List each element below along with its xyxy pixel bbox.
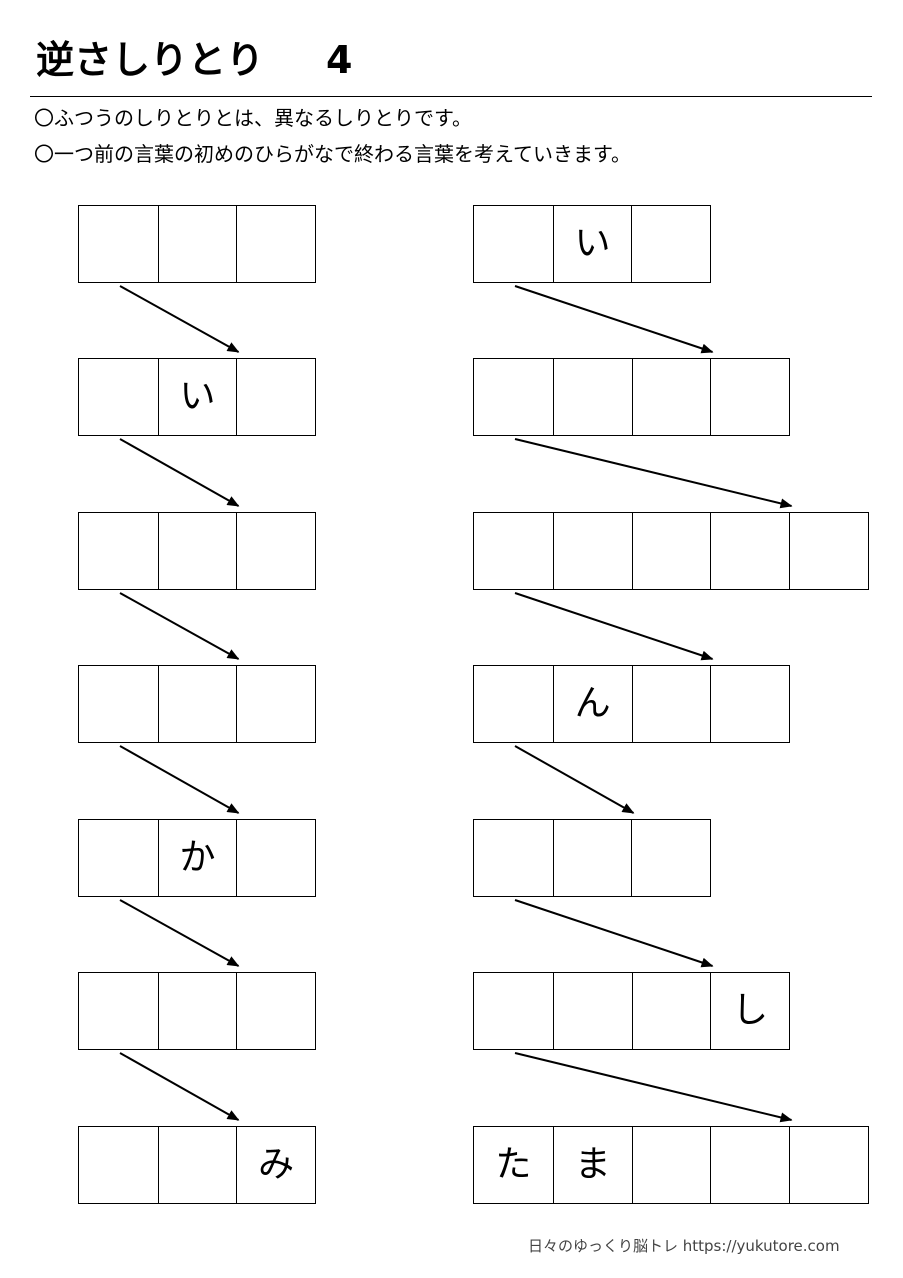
letter-box[interactable] [157,666,237,742]
letter-box[interactable] [631,513,711,589]
letter-box[interactable] [552,973,632,1049]
footer-credit: 日々のゆっくり脳トレ https://yukutore.com [528,1237,840,1255]
instruction-line-2: 〇一つ前の言葉の初めのひらがなで終わる言葉を考えていきます。 [34,142,631,166]
left-word-row-3 [78,512,316,590]
right-arrow-2 [514,438,793,509]
right-word-row-3 [473,512,869,590]
right-arrow-3 [514,592,714,661]
left-word-row-7: み [78,1126,316,1204]
letter-box[interactable] [79,666,158,742]
letter-box[interactable] [474,973,553,1049]
left-arrow-2 [119,438,240,507]
letter-box[interactable] [474,666,553,742]
letter-box[interactable] [552,820,632,896]
right-word-row-5 [473,819,711,897]
right-arrow-1 [514,285,714,354]
page-title: 逆さしりとり 4 [36,34,352,86]
letter-box[interactable] [631,973,711,1049]
letter-box[interactable]: ま [552,1127,632,1203]
letter-box[interactable] [552,513,632,589]
letter-box[interactable] [157,513,237,589]
letter-box[interactable] [631,359,711,435]
letter-box[interactable] [236,820,315,896]
letter-box[interactable]: み [236,1127,315,1203]
left-arrow-3 [119,592,240,660]
title-divider [30,96,872,97]
letter-box[interactable] [236,206,315,282]
left-arrow-5 [119,899,240,967]
letter-box[interactable] [236,359,315,435]
right-word-row-7: たま [473,1126,869,1204]
instruction-line-1: 〇ふつうのしりとりとは、異なるしりとりです。 [34,106,472,130]
left-arrow-6 [119,1052,240,1121]
letter-box[interactable] [236,666,315,742]
left-word-row-5: か [78,819,316,897]
right-arrow-6 [514,1052,793,1123]
letter-box[interactable] [474,359,553,435]
right-arrow-5 [514,899,714,968]
letter-box[interactable] [474,820,553,896]
right-word-row-2 [473,358,790,436]
letter-box[interactable] [79,359,158,435]
letter-box[interactable] [79,513,158,589]
letter-box[interactable]: し [710,973,789,1049]
letter-box[interactable]: ん [552,666,632,742]
letter-box[interactable] [710,513,789,589]
right-word-row-4: ん [473,665,790,743]
letter-box[interactable] [79,1127,158,1203]
letter-box[interactable] [710,359,789,435]
letter-box[interactable]: い [552,206,632,282]
letter-box[interactable] [631,1127,711,1203]
worksheet-number: 4 [326,38,353,82]
letter-box[interactable] [157,973,237,1049]
letter-box[interactable] [631,820,710,896]
letter-box[interactable] [236,973,315,1049]
letter-box[interactable] [631,206,710,282]
letter-box[interactable] [474,206,553,282]
letter-box[interactable] [157,1127,237,1203]
left-word-row-2: い [78,358,316,436]
right-word-row-1: い [473,205,711,283]
left-arrow-4 [119,745,240,814]
right-word-row-6: し [473,972,790,1050]
letter-box[interactable] [789,513,868,589]
letter-box[interactable]: た [495,1144,532,1185]
letter-box[interactable] [157,206,237,282]
letter-box[interactable] [474,513,553,589]
letter-box[interactable] [79,206,158,282]
letter-box[interactable] [710,666,789,742]
letter-box[interactable]: い [157,359,237,435]
letter-box[interactable] [789,1127,868,1203]
left-arrow-1 [119,285,240,353]
letter-box[interactable] [79,820,158,896]
letter-box[interactable] [236,513,315,589]
right-arrow-4 [514,745,635,814]
title-text: 逆さしりとり [36,38,265,82]
left-word-row-6 [78,972,316,1050]
left-word-row-1 [78,205,316,283]
letter-box[interactable] [552,359,632,435]
letter-box[interactable] [79,973,158,1049]
letter-box[interactable] [710,1127,789,1203]
letter-box[interactable] [631,666,711,742]
letter-box[interactable]: か [157,820,237,896]
left-word-row-4 [78,665,316,743]
